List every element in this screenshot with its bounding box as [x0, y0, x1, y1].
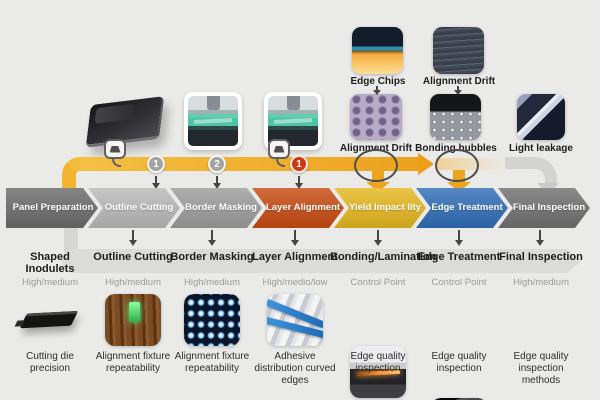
edge-inspection-photo — [350, 346, 406, 398]
stage-label: Panel Preparation — [12, 202, 94, 214]
defect-label: Bonding bubbles — [415, 143, 497, 154]
highlight-ellipse — [435, 149, 479, 182]
step-badge-2: 2 — [208, 155, 226, 173]
risk-label: High/medium — [105, 277, 161, 288]
inspection-camera-icon — [268, 139, 290, 159]
edge-chips-photo — [352, 27, 403, 74]
adhesive-distribution-photo — [267, 294, 323, 346]
risk-label: Control Point — [350, 277, 406, 288]
highlight-ellipse — [354, 149, 398, 182]
down-arrow-icon — [129, 230, 137, 246]
caption: Edge quality inspection — [431, 351, 487, 375]
subprocess-label: Bonding/Lamination — [330, 251, 437, 263]
stage-chevron-layer-alignment: Layer Alignment — [252, 188, 344, 228]
stage-label: Edge Treatment — [431, 202, 503, 214]
stage-chevron-edge-treatment: Edge Treatment — [416, 188, 508, 228]
risk-label: High/medium — [22, 277, 78, 288]
subprocess-band-arrowhead-icon — [567, 249, 581, 273]
flow-band-arrowhead-icon — [418, 153, 434, 175]
stage-chevron-yield-impact: Yield Impact lity — [334, 188, 426, 228]
stage-label: Border Masking — [185, 202, 257, 214]
down-arrow-icon — [536, 230, 544, 246]
panel-photo — [85, 96, 165, 148]
gray-curve-arrow — [505, 157, 557, 185]
band-connector — [64, 228, 78, 252]
flow-band — [80, 157, 420, 171]
down-arrow-icon — [208, 230, 216, 246]
step-badge-critical: 1 — [290, 155, 308, 173]
alignment-fixture-photo-2 — [184, 294, 240, 346]
defect-label: Alignment Drift — [339, 143, 413, 154]
caption: Edge quality inspection methods — [513, 351, 569, 387]
subprocess-label: Edge Treatment — [417, 251, 501, 263]
step-badge-1: 1 — [147, 155, 165, 173]
defect-label: Alignment Drift — [422, 76, 496, 87]
stage-label: Outline Cutting — [104, 202, 174, 214]
down-arrow-icon — [455, 230, 463, 246]
subprocess-label: Border Masking — [170, 251, 254, 263]
risk-label: High/medio/low — [262, 277, 328, 288]
alignment-drift-photo-2 — [350, 94, 402, 140]
edge-inspection-photo-2 — [431, 398, 487, 400]
caption: Alignment fixture repeatability — [174, 351, 250, 375]
alignment-drift-photo — [433, 27, 484, 74]
stage-chevron-outline-cutting: Outline Cutting — [88, 188, 180, 228]
subprocess-band — [62, 249, 567, 273]
stage-label: Final Inspection — [512, 202, 586, 214]
icon-connector — [112, 158, 121, 167]
down-arrow-icon — [295, 176, 303, 189]
down-arrow-icon — [374, 230, 382, 246]
risk-label: High/medium — [513, 277, 569, 288]
down-arrow-icon — [213, 176, 221, 189]
inspection-camera-icon — [104, 139, 126, 159]
down-arrow-icon — [152, 176, 160, 189]
icon-connector — [276, 158, 285, 167]
cutting-machine-photo — [184, 92, 242, 150]
caption: Adhesive distribution curved edges — [254, 351, 336, 387]
stage-label: Layer Alignment — [265, 202, 341, 214]
cutting-die-photo — [19, 294, 79, 346]
stage-chevron-panel-preparation: Panel Preparation — [6, 188, 98, 228]
subprocess-label: Outline Cutting — [93, 251, 173, 263]
stage-chevron-final-inspection: Final Inspection — [498, 188, 590, 228]
subprocess-label: Final Inspection — [499, 251, 583, 263]
down-arrow-icon — [291, 230, 299, 246]
defect-label: Edge Chips — [350, 76, 406, 87]
subprocess-label: Layer Alignment — [252, 251, 338, 263]
risk-label: High/medium — [184, 277, 240, 288]
down-arrow-icon — [454, 86, 462, 95]
caption: Alignment fixture repeatability — [95, 351, 171, 375]
down-arrow-icon — [373, 86, 381, 95]
stage-label: Yield Impact lity — [349, 202, 421, 214]
defect-label: Light leakage — [509, 143, 573, 154]
stage-chevron-border-masking: Border Masking — [170, 188, 262, 228]
caption: Edge quality inspection — [350, 351, 406, 375]
bonding-bubbles-photo — [430, 94, 481, 140]
risk-label: Control Point — [431, 277, 487, 288]
caption: Cutting die precision — [26, 351, 74, 375]
alignment-fixture-photo — [105, 294, 161, 346]
light-leakage-photo — [517, 94, 565, 140]
subprocess-label: Shaped Inodulets — [25, 251, 75, 275]
